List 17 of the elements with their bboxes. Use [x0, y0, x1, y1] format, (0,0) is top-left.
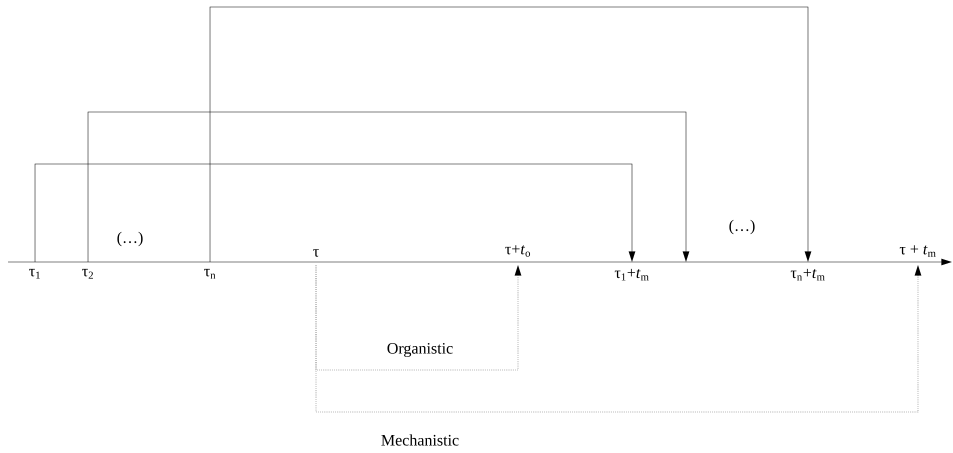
arrow	[88, 112, 690, 262]
arrow	[316, 264, 522, 370]
time-label: τ$_{2}$	[82, 268, 93, 279]
time-label: τ + t$_{m}$	[900, 245, 936, 257]
time-label: τ$_{1}$+t$_{m}$	[614, 268, 649, 280]
edge-label: Organistic	[386, 342, 455, 358]
time-label: τ+t$_{o}$	[505, 245, 530, 257]
ellipsis-label: (…)	[117, 232, 143, 246]
time-label: τ$_{n}$	[204, 268, 216, 279]
edge-label: Mechanistic	[380, 433, 460, 447]
time-label: τ$_{n}$+t$_{m}$	[790, 268, 825, 280]
time-label: τ$_{1}$	[29, 268, 40, 279]
arrow	[210, 6, 812, 262]
arrow	[34, 164, 636, 262]
arrow	[316, 264, 922, 412]
time-label: τ	[313, 249, 319, 257]
ellipsis-label: (…)	[729, 220, 755, 234]
